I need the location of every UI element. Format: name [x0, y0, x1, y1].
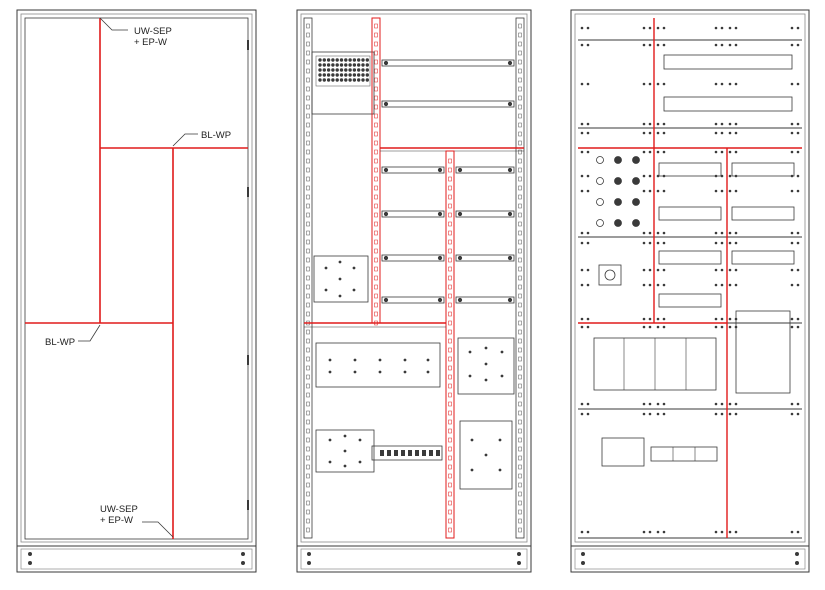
separation-walls-left [25, 18, 248, 539]
cover-screws [580, 26, 800, 534]
din-rails [381, 59, 515, 304]
separation-walls-right [578, 18, 802, 538]
cabinet-middle [296, 9, 532, 573]
callout-labels: UW-SEP + EP-W BL-WP BL-WP UW-SEP + EP-W [45, 26, 231, 526]
side-rail-holes [306, 23, 522, 533]
ventilation-grid [318, 58, 369, 82]
cabinet-left [16, 9, 257, 573]
label-uw-sep-bottom-line1: UW-SEP [100, 504, 138, 515]
label-uw-sep-bottom-line2: + EP-W [100, 515, 133, 526]
label-uw-sep-top-line1: UW-SEP [134, 26, 172, 37]
label-bl-wp-left: BL-WP [45, 337, 75, 348]
label-bl-wp-right: BL-WP [201, 130, 231, 141]
label-uw-sep-top-line2: + EP-W [134, 37, 167, 48]
cabinet-right [570, 9, 810, 573]
mounting-holes [324, 260, 504, 472]
